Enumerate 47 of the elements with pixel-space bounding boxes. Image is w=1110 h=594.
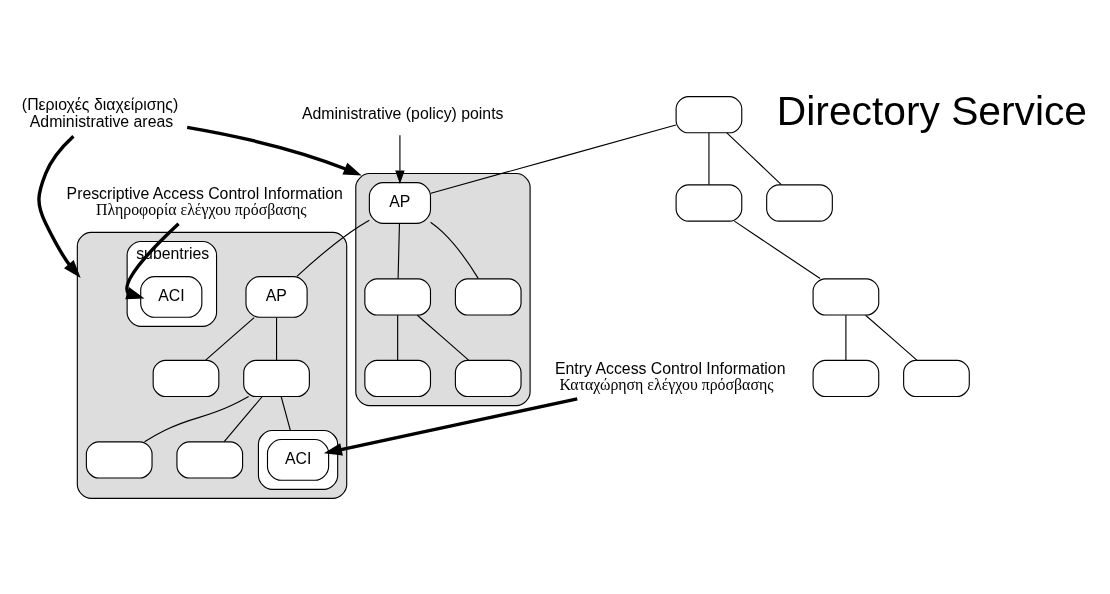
node-box: [903, 359, 970, 397]
label: Directory Service: [776, 87, 1087, 134]
cluster: [257, 429, 339, 490]
node-text: Administrative (policy) points: [302, 104, 504, 122]
node-box: [364, 359, 432, 397]
connector: [205, 316, 255, 361]
cluster: [76, 231, 348, 499]
node-text: Prescriptive Access Control Information: [66, 184, 343, 202]
connector: [416, 314, 470, 361]
connector: [726, 131, 782, 185]
node-box: ACI: [266, 438, 330, 481]
arrow: [37, 134, 81, 278]
node-label: Καταχώρηση ελέγχου πρόσβασης: [559, 375, 774, 393]
node-box: [766, 183, 833, 222]
node-box: [176, 440, 244, 479]
arrow: [323, 396, 578, 456]
node-box: [812, 277, 880, 316]
node-box: [85, 440, 153, 479]
node-box: [454, 359, 522, 397]
node-box: AP: [368, 181, 432, 224]
connector: [276, 316, 278, 361]
connector: [845, 314, 847, 361]
connector: [708, 131, 710, 185]
node-box: [454, 277, 522, 316]
connector: [397, 222, 400, 279]
connector: [280, 395, 291, 431]
node-box: [364, 277, 432, 316]
node-box: AP: [245, 275, 308, 318]
arrow: [395, 134, 405, 184]
node-box: [152, 359, 220, 397]
node-label: Πληροφορία ελέγχου πρόσβασης: [96, 200, 307, 218]
arrow: [186, 125, 362, 175]
connector: [733, 220, 821, 279]
connector: [397, 314, 399, 361]
node-text: Entry Access Control Information: [555, 359, 786, 377]
connector: [865, 314, 918, 361]
connector: [144, 395, 250, 442]
node-box: [675, 95, 743, 133]
connector: [430, 123, 677, 194]
node-box: [675, 183, 743, 222]
node-box: [243, 359, 310, 397]
connector: [296, 219, 370, 277]
connector: [223, 395, 263, 442]
node-text: (Περιοχές διαχείρισης) Administrative areas: [21, 95, 179, 130]
connector: [430, 221, 479, 279]
node-box: ACI: [140, 275, 203, 318]
node-box: [812, 359, 880, 397]
